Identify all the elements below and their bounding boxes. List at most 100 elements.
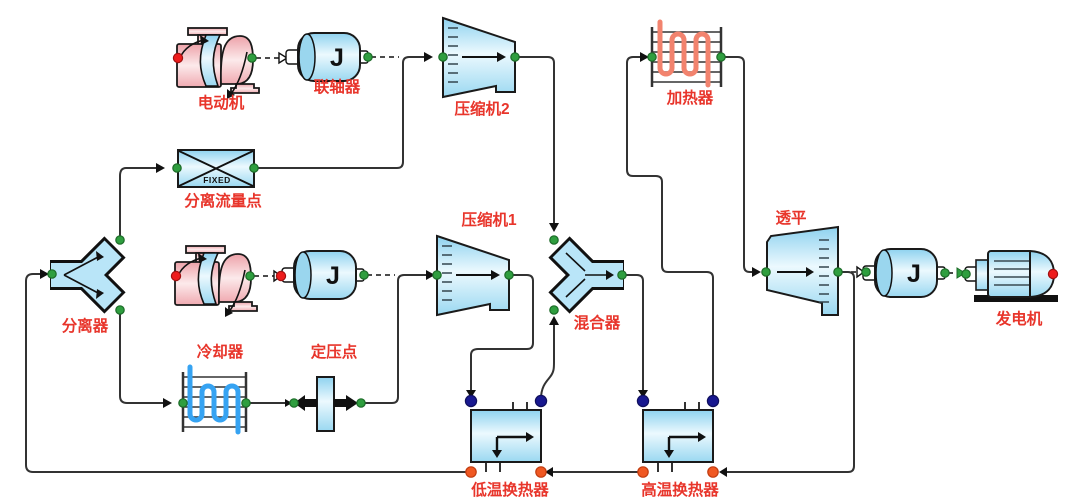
port-dot bbox=[861, 267, 871, 277]
pipe-heater-to-turbine[interactable] bbox=[722, 56, 752, 273]
label-ht-heat-exchanger: 高温换热器 bbox=[641, 480, 719, 499]
flow-arrow bbox=[163, 398, 172, 408]
label-mixer: 混合器 bbox=[574, 313, 621, 332]
label-heater: 加热器 bbox=[666, 88, 714, 107]
fixed-box-cross bbox=[178, 150, 254, 187]
mix-arrowhead bbox=[606, 270, 614, 280]
port-dot bbox=[241, 398, 251, 408]
label-lt-heat-exchanger: 低温换热器 bbox=[470, 480, 549, 499]
component-heater[interactable] bbox=[647, 19, 726, 88]
pipe-turbine-to-ht-hx[interactable] bbox=[727, 271, 855, 473]
flow-arrow bbox=[40, 269, 49, 279]
pressure-arrow-shaft bbox=[334, 399, 347, 407]
port-dot bbox=[115, 305, 125, 315]
flow-arrow bbox=[549, 316, 559, 325]
port-dot bbox=[617, 270, 627, 280]
label-flow-split-point: 分离流量点 bbox=[184, 191, 262, 210]
component-motor-2[interactable] bbox=[170, 245, 258, 318]
port-dot bbox=[549, 235, 559, 245]
pipe-compressor2-to-mixer[interactable] bbox=[515, 56, 555, 223]
component-compressor2[interactable] bbox=[437, 17, 521, 98]
flow-arrow bbox=[719, 467, 727, 477]
shaft-connector-arrow bbox=[278, 51, 289, 65]
pipe-flow-split-to-compressor2[interactable] bbox=[254, 56, 424, 169]
pipe-lt-hx-to-mixer[interactable] bbox=[540, 321, 555, 400]
port-dot bbox=[47, 269, 57, 279]
pipe-mixer-to-ht-hx[interactable] bbox=[622, 274, 644, 391]
port-dot bbox=[961, 269, 971, 279]
shaft-connector-arrow bbox=[856, 265, 866, 279]
flow-arrows bbox=[40, 51, 966, 477]
shaft-connector-arrow bbox=[956, 267, 966, 279]
pipe-separator-to-cooler[interactable] bbox=[119, 310, 163, 404]
split-arrowhead bbox=[96, 251, 104, 261]
label-compressor1: 压缩机1 bbox=[461, 210, 517, 229]
process-pipes bbox=[25, 56, 855, 473]
port-dot bbox=[716, 52, 726, 62]
flow-arrow bbox=[545, 467, 553, 477]
pressure-arrowhead bbox=[346, 395, 358, 411]
port-dot bbox=[833, 267, 843, 277]
label-pressure-set-point: 定压点 bbox=[311, 342, 358, 361]
pressure-arrowhead bbox=[294, 395, 305, 411]
component-coupling[interactable] bbox=[285, 32, 374, 82]
port-dot bbox=[356, 398, 366, 408]
flow-arrow bbox=[638, 390, 648, 398]
flow-arrow bbox=[752, 267, 761, 277]
port-dot bbox=[249, 163, 259, 173]
shaft-lines bbox=[254, 56, 956, 277]
flow-direction-arrowhead bbox=[806, 267, 814, 277]
pipe-pressure-point-to-compressor1[interactable] bbox=[361, 274, 426, 404]
port-dot bbox=[172, 163, 182, 173]
port-dot bbox=[115, 235, 125, 245]
flow-arrow bbox=[156, 163, 165, 173]
generator-body bbox=[987, 250, 1033, 298]
split-arrowhead bbox=[96, 289, 104, 299]
component-flow-split-point[interactable]: FIXED bbox=[172, 149, 259, 188]
label-separator: 分离器 bbox=[62, 316, 109, 335]
component-pressure-set-point[interactable] bbox=[289, 376, 366, 432]
component-coupling-2[interactable] bbox=[275, 250, 370, 300]
component-coupling-3[interactable] bbox=[861, 248, 951, 298]
pipe-separator-to-flow-split[interactable] bbox=[119, 167, 158, 239]
pipe-lt-hx-to-separator[interactable] bbox=[25, 273, 471, 473]
flow-arrow bbox=[466, 390, 476, 398]
flow-arrow bbox=[549, 223, 559, 232]
port-dot bbox=[289, 398, 299, 408]
labels: 电动机 联轴器 压缩机2 加热器 分离流量点 压缩机1 透平 分离器 冷却器 定… bbox=[62, 77, 1043, 499]
port-dot bbox=[647, 52, 657, 62]
component-ht-heat-exchanger[interactable] bbox=[636, 394, 720, 479]
electrical-port-dot bbox=[275, 270, 287, 282]
heater-coil bbox=[657, 19, 711, 88]
label-compressor2: 压缩机2 bbox=[454, 99, 509, 118]
port-dot bbox=[178, 398, 188, 408]
flow-arrow bbox=[426, 270, 435, 280]
component-motor[interactable] bbox=[172, 27, 260, 100]
component-cooler[interactable] bbox=[178, 364, 251, 435]
flow-arrow bbox=[285, 399, 292, 407]
generator-stator-lines bbox=[994, 260, 1038, 286]
label-motor: 电动机 bbox=[198, 93, 245, 112]
component-separator[interactable] bbox=[47, 235, 126, 315]
label-coupling: 联轴器 bbox=[314, 77, 361, 96]
component-lt-heat-exchanger[interactable] bbox=[464, 394, 548, 479]
component-mixer[interactable] bbox=[548, 235, 627, 315]
port-dot bbox=[549, 305, 559, 315]
pressure-arrow-shaft bbox=[304, 399, 317, 407]
pipe-compressor1-to-lt-hx[interactable] bbox=[470, 274, 534, 391]
cooler-coil bbox=[187, 364, 241, 435]
generator-base bbox=[974, 295, 1058, 302]
separator-body bbox=[51, 240, 122, 310]
label-generator: 发电机 bbox=[995, 309, 1043, 328]
component-generator[interactable] bbox=[961, 249, 1059, 302]
port-dot bbox=[761, 267, 771, 277]
component-compressor1[interactable] bbox=[431, 235, 515, 316]
component-turbine[interactable] bbox=[761, 225, 843, 316]
pipe-ht-hx-to-heater[interactable] bbox=[626, 56, 714, 398]
fixed-tag: FIXED bbox=[203, 175, 231, 185]
label-turbine: 透平 bbox=[775, 209, 807, 227]
electrical-port-dot bbox=[1047, 268, 1059, 280]
flow-arrow bbox=[424, 52, 433, 62]
